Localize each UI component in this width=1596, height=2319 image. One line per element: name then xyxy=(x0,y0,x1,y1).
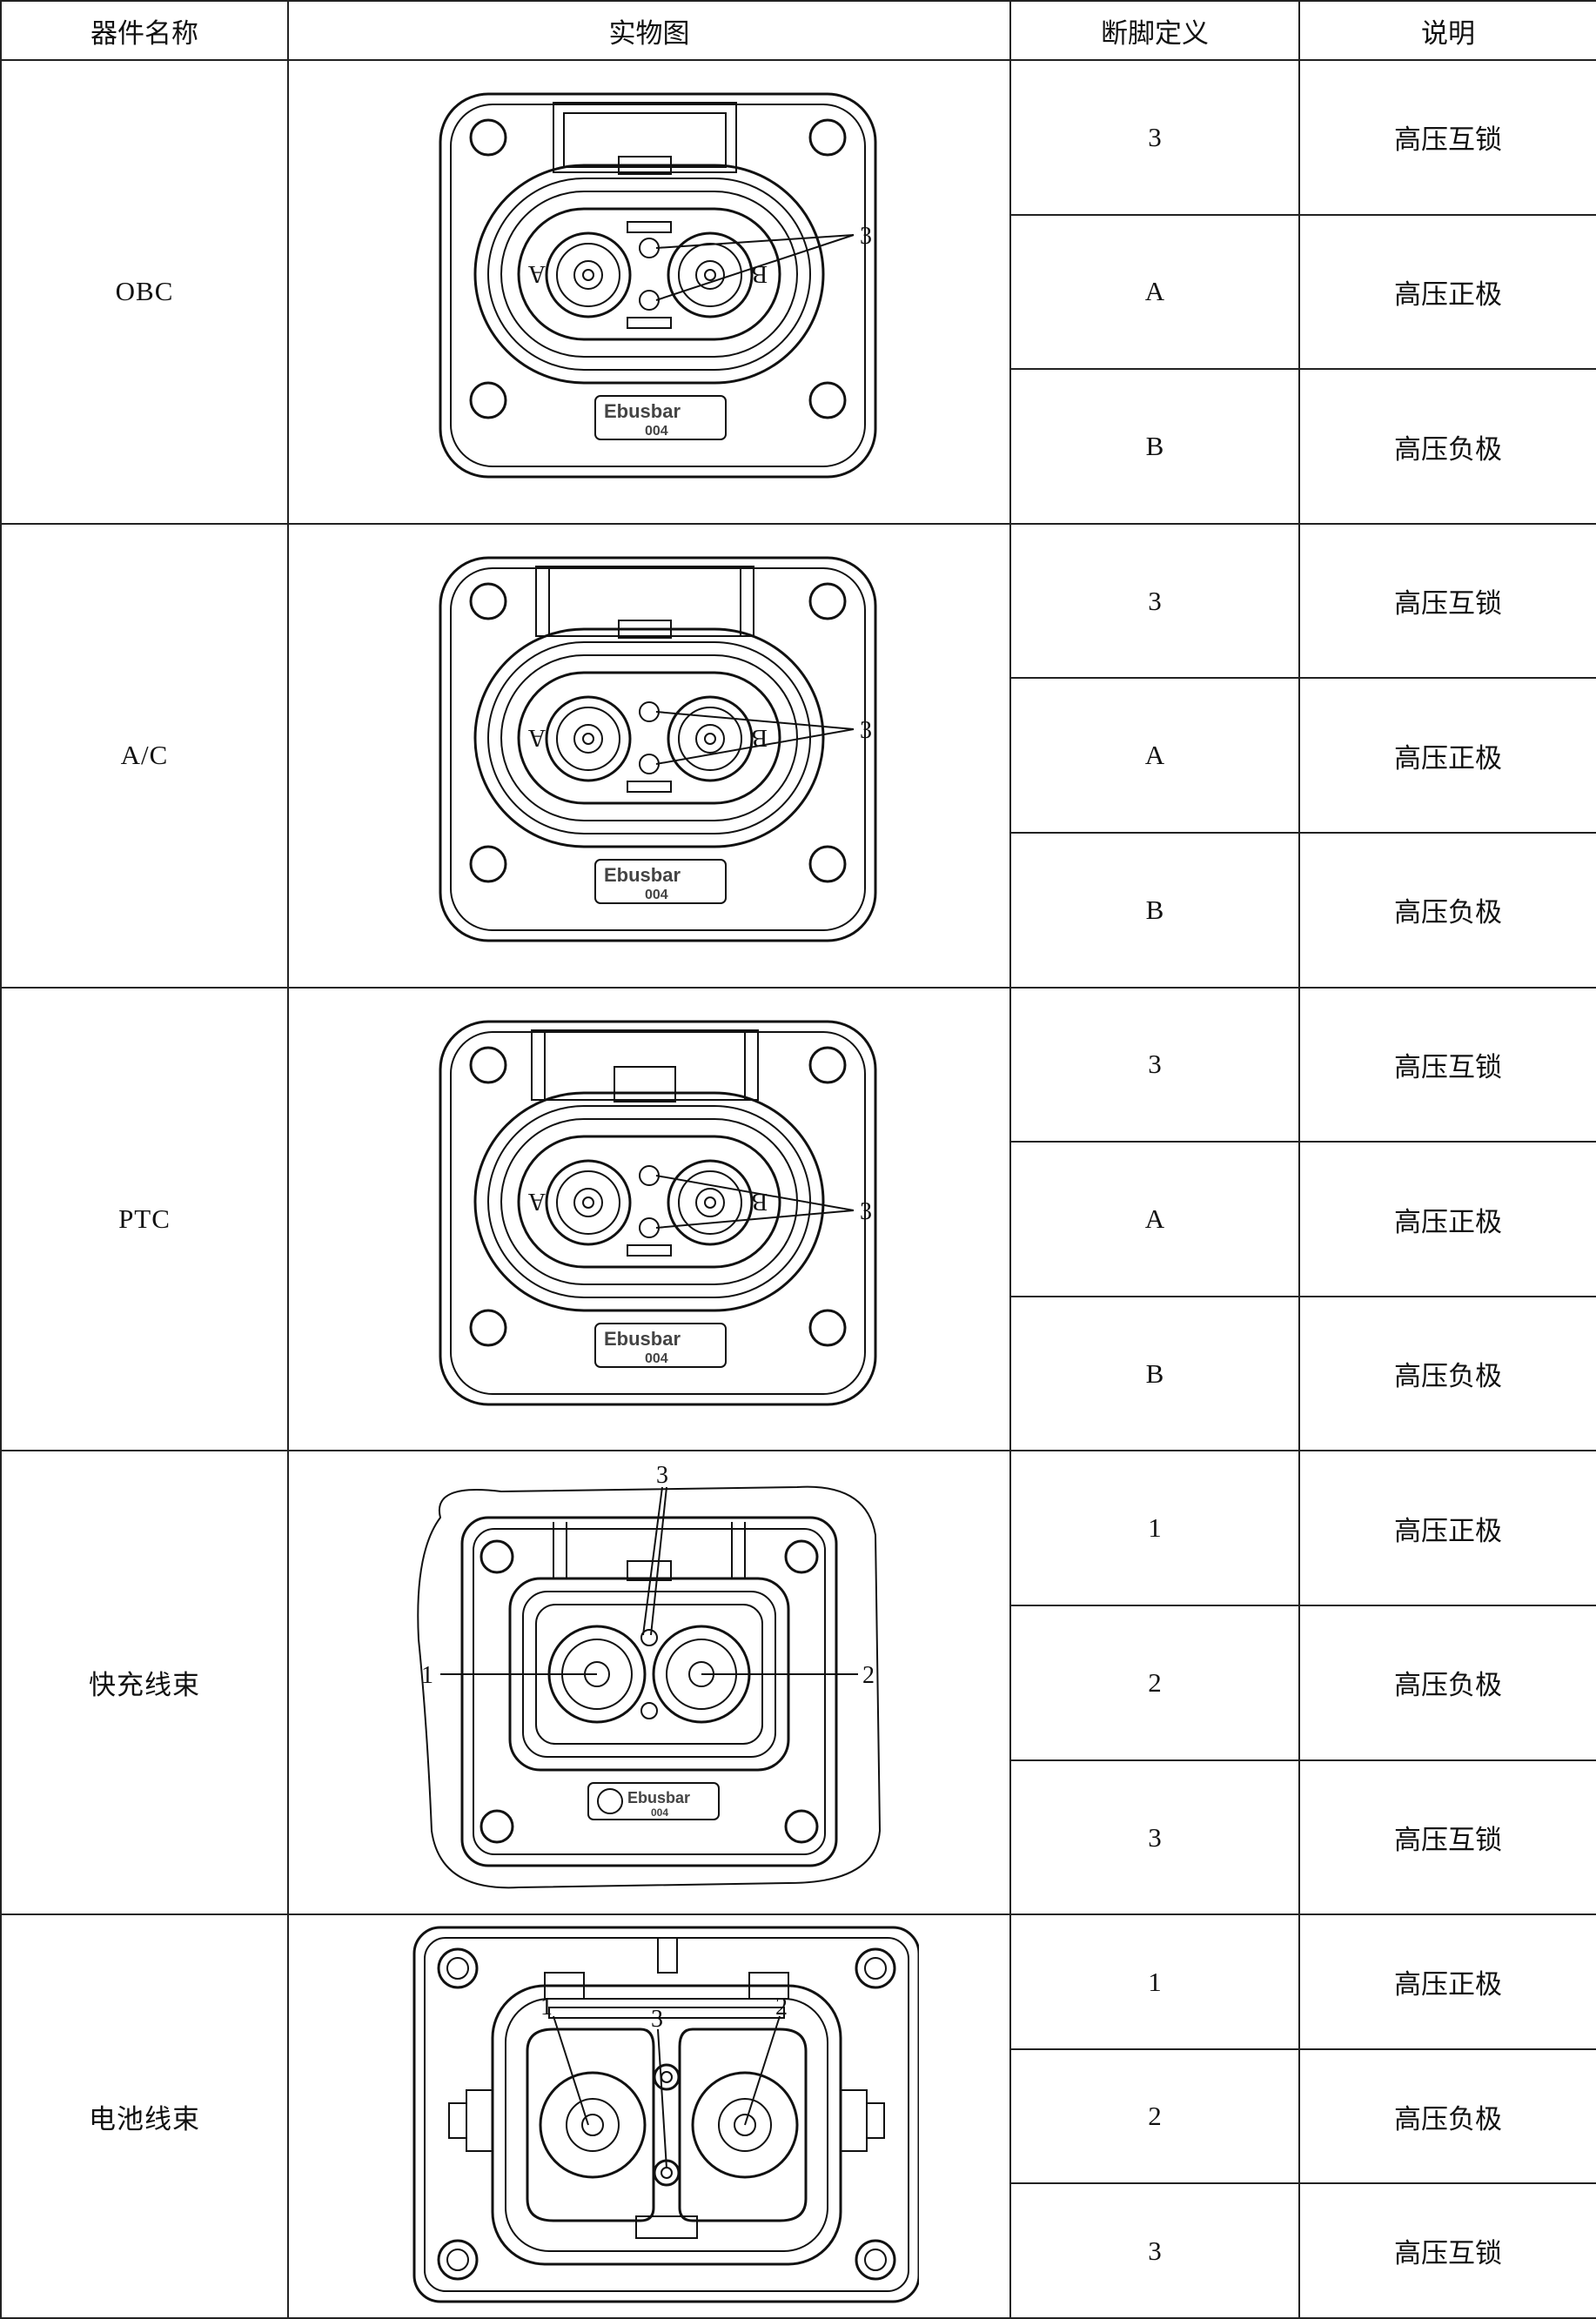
component-name-ac: A/C xyxy=(0,522,289,989)
component-name-ptc: PTC xyxy=(0,986,289,1452)
table-row: B 高压负极 xyxy=(1,1295,1596,1452)
pin-cell: 2 xyxy=(1009,2048,1300,2185)
callout-1-label: 1 xyxy=(421,1662,433,1689)
battery-harness-connector-drawing: 1 2 3 xyxy=(412,1926,919,2303)
description-cell: 高压互锁 xyxy=(1298,1759,1596,1916)
brand-logo-sub: 004 xyxy=(645,424,668,439)
description-cell: 高压互锁 xyxy=(1298,59,1596,216)
header-row: 器件名称 实物图 断脚定义 说明 xyxy=(0,0,1596,61)
header-description: 说明 xyxy=(1298,0,1596,61)
pin-cell: 3 xyxy=(1009,1759,1300,1916)
table-row: A 高压正极 xyxy=(1,213,1596,371)
description-cell: 高压正极 xyxy=(1298,1450,1596,1607)
callout-2-label: 2 xyxy=(862,1662,875,1689)
description-cell: 高压负极 xyxy=(1298,832,1596,989)
table-row: 3 高压互锁 xyxy=(1,2182,1596,2319)
brand-logo-sub: 004 xyxy=(645,888,668,902)
description-cell: 高压互锁 xyxy=(1298,522,1596,680)
side-a-label: A xyxy=(527,260,546,287)
pin-cell: 2 xyxy=(1009,1605,1300,1761)
description-cell: 高压互锁 xyxy=(1298,2182,1596,2319)
ac-connector-drawing: 3 A B Ebusbar 004 xyxy=(439,556,877,942)
side-a-label: A xyxy=(527,724,546,751)
pin-cell: B xyxy=(1009,368,1300,525)
description-cell: 高压负极 xyxy=(1298,1295,1596,1452)
pin-cell: B xyxy=(1009,1295,1300,1452)
pin-cell: 3 xyxy=(1009,59,1300,216)
table-row: 2 高压负极 xyxy=(1,2048,1596,2185)
table-row: B 高压负极 xyxy=(1,368,1596,525)
pin-cell: 3 xyxy=(1009,986,1300,1143)
obc-connector-drawing: 3 A B Ebusbar 004 xyxy=(439,92,877,479)
table-row: A 高压正极 xyxy=(1,1141,1596,1297)
description-cell: 高压负极 xyxy=(1298,368,1596,525)
callout-3-label: 3 xyxy=(651,2006,663,2033)
description-cell: 高压正极 xyxy=(1298,213,1596,371)
pin-cell: 3 xyxy=(1009,2182,1300,2319)
callout-3-label: 3 xyxy=(860,717,872,744)
brand-logo: Ebusbar xyxy=(604,864,681,886)
connector-diagram-obc: 3 A B Ebusbar 004 xyxy=(287,59,1011,525)
brand-logo: Ebusbar xyxy=(627,1789,690,1806)
description-cell: 高压正极 xyxy=(1298,1141,1596,1297)
callout-3-label: 3 xyxy=(860,223,872,250)
brand-logo-sub: 004 xyxy=(645,1351,668,1366)
ptc-connector-drawing: 3 A B Ebusbar 004 xyxy=(439,1020,877,1406)
component-name-fast-charge: 快充线束 xyxy=(0,1450,289,1916)
side-b-label: B xyxy=(751,260,768,287)
side-b-label: B xyxy=(751,724,768,751)
pin-cell: B xyxy=(1009,832,1300,989)
header-photo: 实物图 xyxy=(287,0,1011,61)
description-cell: 高压正极 xyxy=(1298,1914,1596,2050)
description-cell: 高压负极 xyxy=(1298,1605,1596,1761)
brand-logo-sub: 004 xyxy=(651,1806,668,1819)
table-row: B 高压负极 xyxy=(1,832,1596,989)
pin-cell: A xyxy=(1009,1141,1300,1297)
header-pin: 断脚定义 xyxy=(1009,0,1300,61)
brand-logo: Ebusbar xyxy=(604,1328,681,1350)
table-row: 快充线束 xyxy=(0,1450,1596,1916)
side-a-label: A xyxy=(527,1188,546,1215)
pin-cell: 3 xyxy=(1009,522,1300,680)
table-row: 电池线束 xyxy=(0,1914,1596,2319)
table-row: 3 高压互锁 xyxy=(1,1759,1596,1916)
table-row: OBC xyxy=(0,59,1596,525)
component-name-battery-harness: 电池线束 xyxy=(0,1914,289,2319)
pin-cell: 1 xyxy=(1009,1450,1300,1607)
callout-2-label: 2 xyxy=(775,1994,788,2021)
side-b-label: B xyxy=(751,1188,768,1215)
connector-diagram-ac: 3 A B Ebusbar 004 xyxy=(287,522,1011,989)
fast-charge-connector-drawing: 3 1 2 Ebusbar 004 xyxy=(417,1465,882,1889)
connector-diagram-ptc: 3 A B Ebusbar 004 xyxy=(287,986,1011,1452)
connector-diagram-fast-charge: 3 1 2 Ebusbar 004 xyxy=(287,1450,1011,1916)
component-name-obc: OBC xyxy=(0,59,289,525)
description-cell: 高压负极 xyxy=(1298,2048,1596,2185)
table-row: A 高压正极 xyxy=(1,677,1596,834)
header-component: 器件名称 xyxy=(0,0,289,61)
pin-cell: A xyxy=(1009,213,1300,371)
description-cell: 高压正极 xyxy=(1298,677,1596,834)
callout-3-label: 3 xyxy=(656,1465,668,1489)
pin-cell: A xyxy=(1009,677,1300,834)
connector-diagram-battery-harness: 1 2 3 xyxy=(287,1914,1011,2319)
table-row: 2 高压负极 xyxy=(1,1605,1596,1761)
table-row: A/C xyxy=(0,522,1596,989)
callout-1-label: 1 xyxy=(540,1994,553,2021)
pin-cell: 1 xyxy=(1009,1914,1300,2050)
description-cell: 高压互锁 xyxy=(1298,986,1596,1143)
table-row: PTC xyxy=(0,986,1596,1452)
callout-3-label: 3 xyxy=(860,1198,872,1225)
brand-logo: Ebusbar xyxy=(604,400,681,422)
